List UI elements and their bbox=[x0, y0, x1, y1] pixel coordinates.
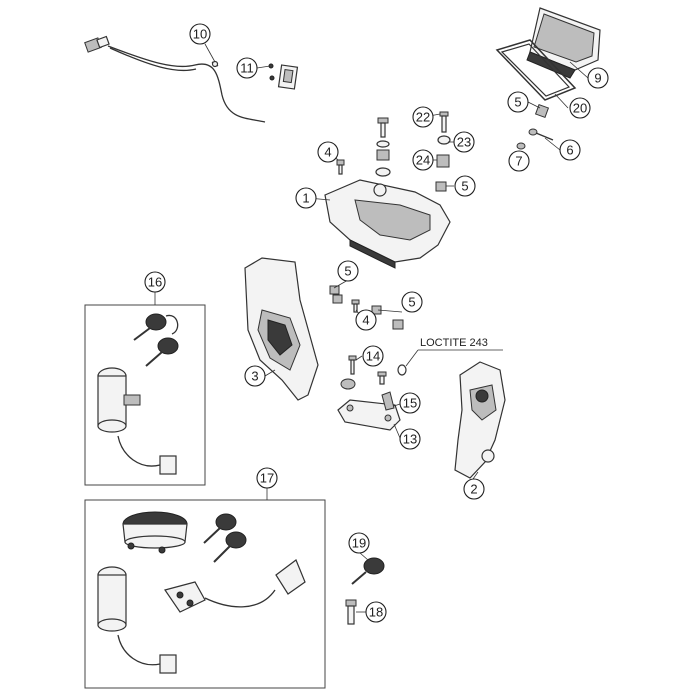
callout-20: 20 bbox=[569, 97, 591, 119]
bolt-part-22 bbox=[439, 111, 449, 133]
callout-2: 2 bbox=[463, 478, 485, 500]
group-box-part-17 bbox=[84, 499, 326, 689]
svg-text:4: 4 bbox=[362, 313, 369, 328]
ignition-lock-part-16 bbox=[97, 367, 177, 475]
svg-text:14: 14 bbox=[366, 349, 380, 364]
loctite-leader bbox=[405, 349, 419, 367]
headlight-housing-part-1 bbox=[324, 179, 451, 269]
svg-text:22: 22 bbox=[416, 110, 430, 125]
light-bulb-part-6 bbox=[528, 128, 554, 141]
loctite-label: LOCTITE 243 bbox=[420, 337, 488, 349]
nut-part-5-left bbox=[329, 285, 343, 304]
svg-text:24: 24 bbox=[416, 153, 430, 168]
screw-part-4-top bbox=[336, 159, 345, 175]
svg-text:16: 16 bbox=[148, 275, 162, 290]
bolt-stack-above-part-1 bbox=[375, 117, 391, 177]
callout-leaders bbox=[154, 43, 589, 613]
svg-text:10: 10 bbox=[193, 27, 207, 42]
svg-text:17: 17 bbox=[260, 471, 274, 486]
svg-text:18: 18 bbox=[369, 605, 383, 620]
key-pair-part-16 bbox=[133, 313, 179, 367]
rubber-mount-part-15 bbox=[340, 378, 356, 390]
fuel-cap-part-17 bbox=[122, 511, 188, 554]
svg-text:4: 4 bbox=[324, 145, 331, 160]
svg-text:20: 20 bbox=[573, 101, 587, 116]
svg-text:5: 5 bbox=[344, 264, 351, 279]
nut-part-5-mid bbox=[435, 181, 447, 192]
speedometer-part-9 bbox=[526, 7, 601, 79]
group-box-part-16 bbox=[84, 304, 206, 486]
svg-text:15: 15 bbox=[403, 396, 417, 411]
callout-5-mid: 5 bbox=[454, 175, 476, 197]
callout-11: 11 bbox=[236, 57, 258, 79]
speedometer-gasket-part-20 bbox=[495, 39, 577, 101]
bolt-part-18 bbox=[345, 599, 357, 625]
svg-text:5: 5 bbox=[408, 295, 415, 310]
callout-17: 17 bbox=[256, 467, 278, 489]
callout-1: 1 bbox=[295, 187, 317, 209]
svg-text:23: 23 bbox=[457, 135, 471, 150]
svg-text:5: 5 bbox=[514, 95, 521, 110]
key-pair-part-17 bbox=[203, 513, 247, 563]
svg-text:7: 7 bbox=[515, 154, 522, 169]
callout-13: 13 bbox=[399, 428, 421, 450]
svg-text:5: 5 bbox=[461, 179, 468, 194]
svg-text:2: 2 bbox=[470, 482, 477, 497]
side-panel-part-2 bbox=[454, 361, 506, 479]
callout-23: 23 bbox=[453, 131, 475, 153]
callout-10: 10 bbox=[189, 23, 211, 45]
bracket-part-11 bbox=[268, 63, 299, 90]
callout-19: 19 bbox=[348, 532, 370, 554]
ignition-lock-part-17 bbox=[97, 566, 177, 674]
callout-5-right: 5 bbox=[401, 291, 423, 313]
nut-part-5-right bbox=[371, 305, 404, 330]
svg-text:3: 3 bbox=[251, 369, 258, 384]
loctite-ring bbox=[397, 364, 407, 376]
washer-part-23 bbox=[437, 135, 451, 145]
svg-text:6: 6 bbox=[566, 143, 573, 158]
side-panel-part-3 bbox=[244, 257, 319, 401]
svg-text:9: 9 bbox=[594, 71, 601, 86]
wiring-harness-part-10 bbox=[84, 35, 266, 123]
svg-text:19: 19 bbox=[352, 536, 366, 551]
callout-24: 24 bbox=[412, 149, 434, 171]
callout-15: 15 bbox=[399, 392, 421, 414]
svg-text:1: 1 bbox=[302, 191, 309, 206]
callout-18: 18 bbox=[365, 601, 387, 623]
callout-22: 22 bbox=[412, 106, 434, 128]
grommet-part-7 bbox=[516, 142, 526, 150]
callout-6: 6 bbox=[559, 139, 581, 161]
callout-4-top: 4 bbox=[317, 141, 339, 163]
callout-3: 3 bbox=[244, 365, 266, 387]
callout-4-mid: 4 bbox=[355, 309, 377, 331]
screw-part-4-mid bbox=[351, 299, 360, 313]
holder-part-13 bbox=[337, 391, 401, 431]
callout-5-left: 5 bbox=[337, 260, 359, 282]
callout-5-top: 5 bbox=[507, 91, 529, 113]
seat-lock-part-17 bbox=[164, 559, 306, 613]
screw-part-14 bbox=[348, 355, 387, 385]
spacer-part-24 bbox=[436, 154, 450, 168]
svg-text:11: 11 bbox=[240, 61, 254, 76]
callout-7: 7 bbox=[508, 150, 530, 172]
key-part-19 bbox=[351, 557, 385, 585]
callout-9: 9 bbox=[587, 67, 609, 89]
callout-14: 14 bbox=[362, 345, 384, 367]
callout-16: 16 bbox=[144, 271, 166, 293]
svg-text:13: 13 bbox=[403, 432, 417, 447]
